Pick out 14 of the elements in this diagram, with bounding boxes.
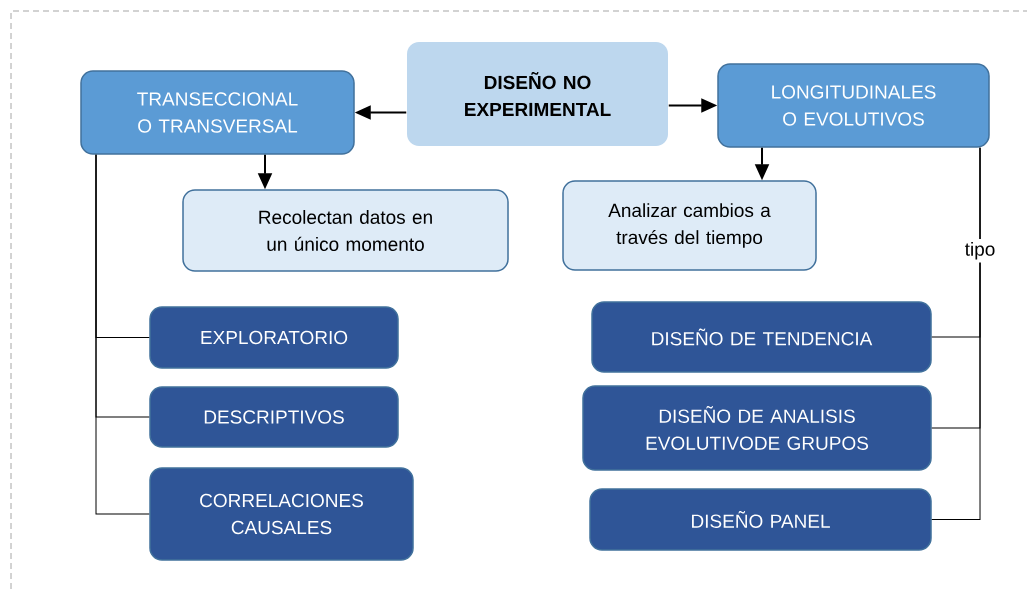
type-box: DISEÑO DE TENDENCIA [591, 301, 932, 373]
connector-line [95, 154, 150, 515]
connector-line [931, 147, 981, 520]
category-box: LONGITUDINALES O EVOLUTIVOS [717, 63, 990, 148]
type-box: DESCRIPTIVOS [149, 386, 399, 448]
description-box: Analizar cambios a través del tiempo [562, 180, 817, 271]
type-box: DISEÑO DE ANALISIS EVOLUTIVODE GRUPOS [582, 385, 932, 471]
type-box: EXPLORATORIO [149, 306, 399, 369]
edge-label: tipo [961, 238, 999, 263]
category-box: TRANSECCIONAL O TRANSVERSAL [80, 70, 355, 155]
description-box: Recolectan datos en un único momento [182, 189, 509, 272]
type-box: CORRELACIONES CAUSALES [149, 467, 414, 561]
type-box: DISEÑO PANEL [589, 488, 932, 551]
title-box: DISEÑO NO EXPERIMENTAL [407, 42, 668, 146]
